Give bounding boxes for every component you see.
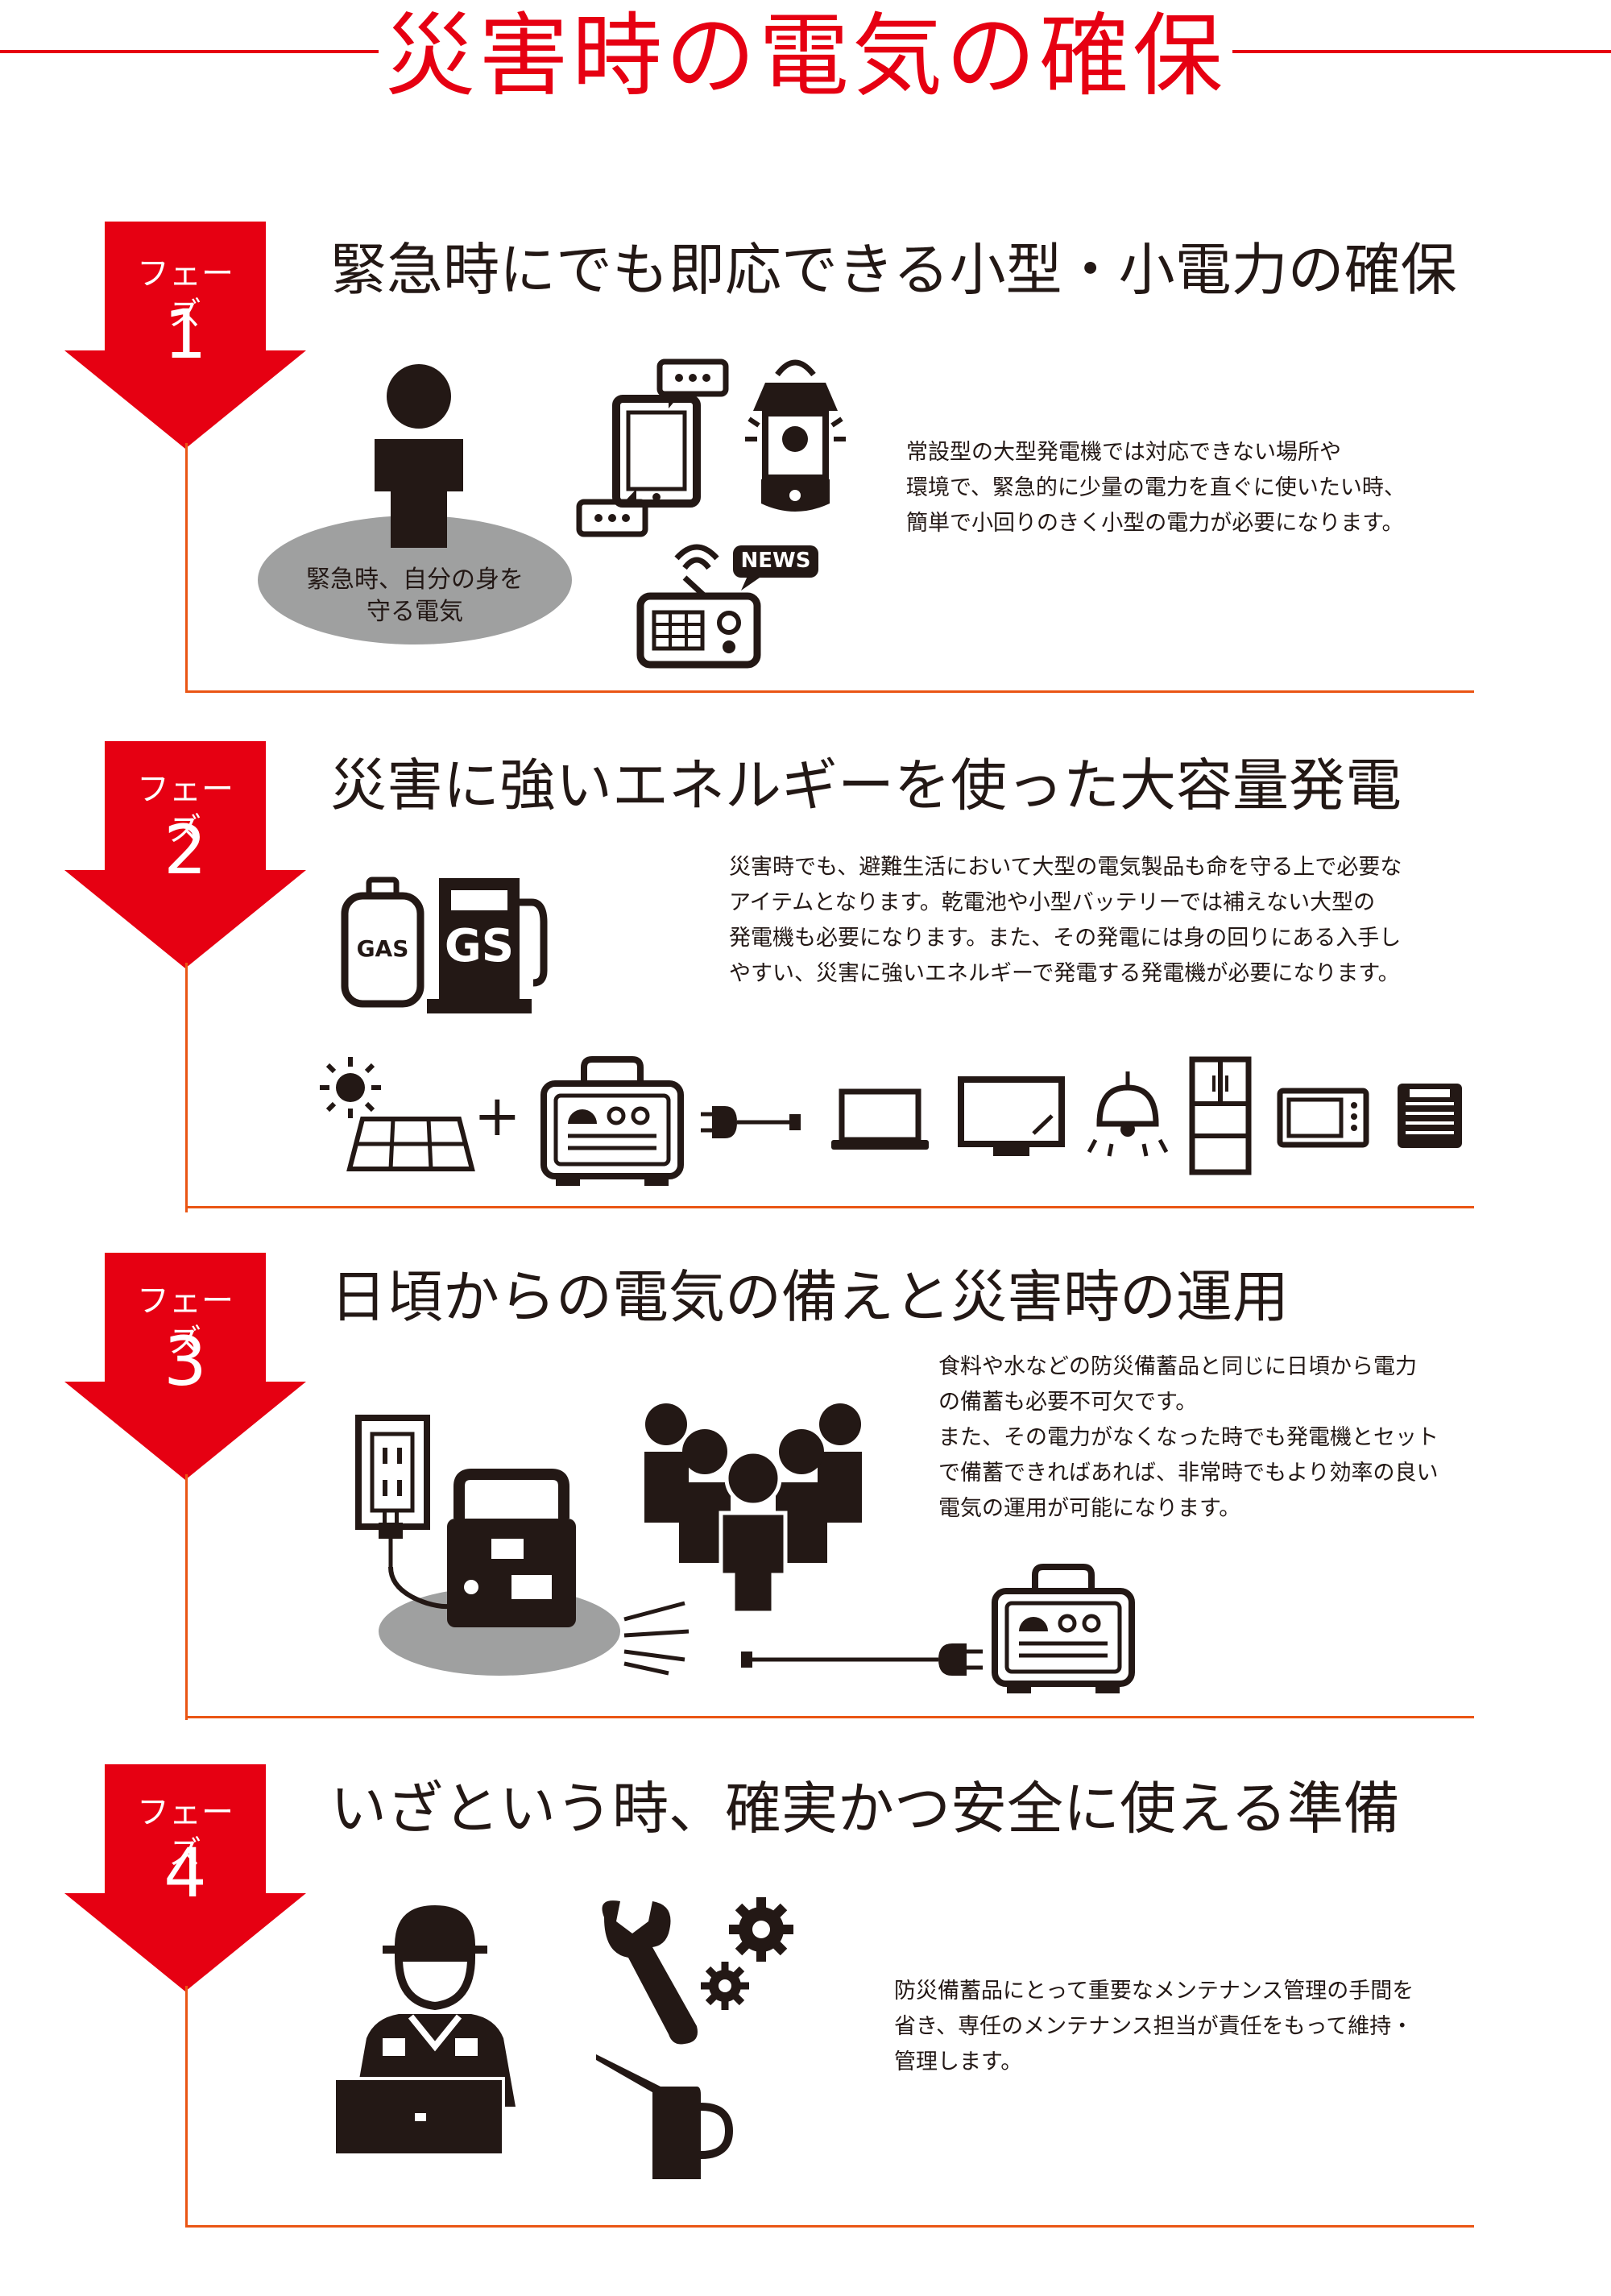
person-icon bbox=[375, 364, 463, 548]
refrigerator-icon bbox=[1189, 1056, 1252, 1175]
phase-2-description: 災害時でも、避難生活において大型の電気製品も命を守る上で必要な アイテムとなりま… bbox=[729, 855, 1402, 986]
technician-icon bbox=[333, 1905, 516, 2157]
phase-3-vertical-rule bbox=[185, 1474, 188, 1720]
phase-2-arrow bbox=[64, 741, 306, 968]
phase-1-arrow bbox=[64, 222, 306, 449]
phase-4-bottom-rule bbox=[185, 2225, 1474, 2228]
portable-power-station-icon bbox=[379, 1469, 576, 1627]
people-group-icon bbox=[644, 1403, 862, 1615]
heater-icon bbox=[1398, 1084, 1462, 1148]
phase-4-arrow bbox=[64, 1764, 306, 1991]
fuel-pump-icon bbox=[427, 878, 548, 1013]
oil-can-icon bbox=[596, 2054, 734, 2179]
phase-3-arrow bbox=[64, 1253, 306, 1480]
emission-lines bbox=[623, 1601, 690, 1676]
gas-label: GAS bbox=[356, 935, 409, 962]
phase-4-vertical-rule bbox=[185, 1986, 188, 2228]
news-badge-label: NEWS bbox=[740, 549, 811, 573]
phase-2-bottom-rule bbox=[185, 1206, 1474, 1208]
phase-3-description: 食料や水などの防災備蓄品と同じに日頃から電力 の備蓄も必要不可欠です。 また、そ… bbox=[938, 1354, 1439, 1521]
news-badge-icon bbox=[733, 545, 818, 591]
page-title: 災害時の電気の確保 bbox=[385, 4, 1226, 109]
chat-bubble-icon bbox=[656, 358, 729, 408]
smartphone-icon bbox=[612, 395, 701, 508]
solar-panel-icon bbox=[346, 1117, 475, 1171]
phase-2-vertical-rule bbox=[185, 963, 188, 1212]
generator-icon bbox=[540, 1056, 684, 1186]
oval-background bbox=[258, 516, 572, 644]
sun-icon bbox=[320, 1057, 381, 1118]
phase-1-vertical-rule bbox=[185, 443, 188, 693]
phase-1-label: フェーズ bbox=[137, 255, 234, 333]
phase-3-heading: 日頃からの電気の備えと災害時の運用 bbox=[330, 1264, 1289, 1330]
plus-sign: + bbox=[474, 1083, 521, 1149]
lantern-icon bbox=[745, 359, 846, 512]
title-left-rule bbox=[0, 50, 379, 53]
phase-2-number: 2 bbox=[164, 810, 207, 889]
phase-4-number: 4 bbox=[164, 1834, 207, 1913]
phase-1-number: 1 bbox=[164, 295, 207, 374]
plug-icon bbox=[701, 1106, 801, 1138]
oval-caption: 緊急時、自分の身を 守る電気 bbox=[306, 566, 524, 626]
chat-bubble-icon bbox=[576, 489, 648, 537]
phase-3-number: 3 bbox=[164, 1322, 207, 1401]
wrench-icon bbox=[602, 1900, 698, 2045]
title-right-rule bbox=[1232, 50, 1611, 53]
ceiling-lamp-icon bbox=[1087, 1071, 1169, 1157]
phase-1-bottom-rule bbox=[185, 690, 1474, 693]
laptop-icon bbox=[831, 1088, 929, 1150]
phase-3-label: フェーズ bbox=[137, 1283, 234, 1360]
phase-3-bottom-rule bbox=[185, 1716, 1474, 1718]
radio-icon bbox=[636, 544, 761, 669]
phase-2-label: フェーズ bbox=[137, 771, 234, 848]
gs-label: GS bbox=[444, 920, 515, 972]
phase-1-heading: 緊急時にでも即応できる小型・小電力の確保 bbox=[330, 237, 1457, 303]
plug-icon bbox=[741, 1643, 983, 1676]
microwave-icon bbox=[1277, 1088, 1369, 1148]
generator-icon bbox=[992, 1564, 1135, 1693]
tv-icon bbox=[958, 1076, 1065, 1156]
phase-4-label: フェーズ bbox=[137, 1794, 234, 1871]
gas-cylinder-icon bbox=[341, 877, 424, 1008]
phase-1-description: 常設型の大型発電機では対応できない場所や 環境で、緊急的に少量の電力を直ぐに使い… bbox=[906, 440, 1406, 536]
phase-4-description: 防災備蓄品にとって重要なメンテナンス管理の手間を 省き、専任のメンテナンス担当が… bbox=[894, 1979, 1414, 2074]
phase-4-heading: いざという時、確実かつ安全に使える準備 bbox=[330, 1776, 1400, 1842]
gear-icon bbox=[701, 1897, 793, 2010]
phase-2-heading: 災害に強いエネルギーを使った大容量発電 bbox=[330, 752, 1402, 819]
